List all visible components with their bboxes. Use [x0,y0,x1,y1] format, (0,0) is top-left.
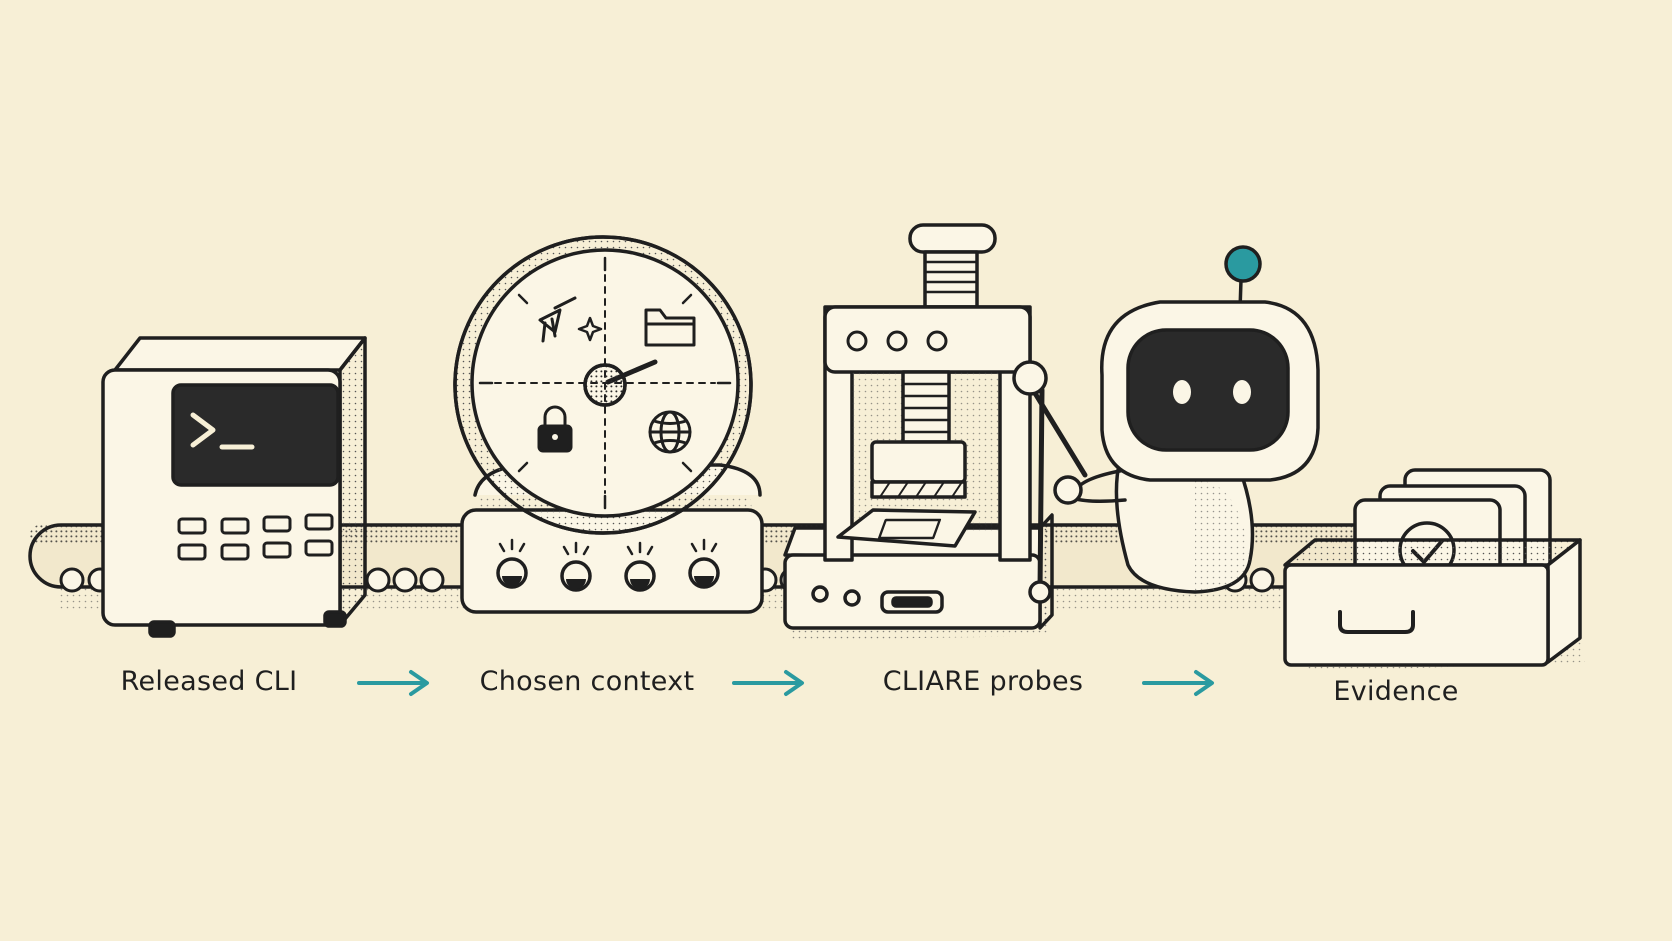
folder-icon [644,308,696,347]
evidence-drawer-icon [1283,468,1585,672]
globe-icon [648,410,692,454]
stage-label-cliare-probes: CLIARE probes [882,666,1084,697]
broom-sparkle-icon [538,296,603,343]
lock-icon [537,405,573,453]
arrow-right-icon [1142,670,1214,696]
stage-label-chosen-context: Chosen context [479,666,695,697]
robot-icon [1012,245,1320,604]
stage-label-evidence: Evidence [1333,676,1459,707]
terminal-machine-icon [101,336,367,638]
arrow-right-icon [732,670,804,696]
stage-label-released-cli: Released CLI [120,666,298,697]
context-dial-icon [453,235,764,614]
press-machine-icon [783,223,1054,640]
arrow-right-icon [357,670,429,696]
